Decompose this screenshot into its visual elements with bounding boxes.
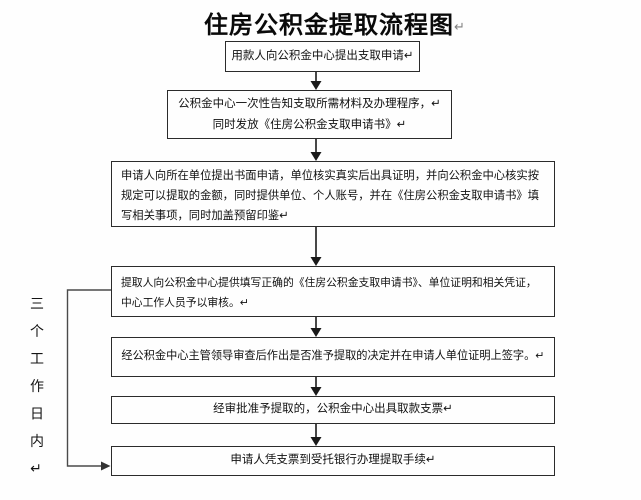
flow-arrow-down-4-icon bbox=[310, 317, 322, 337]
flow-arrow-down-3-icon bbox=[310, 227, 322, 266]
flow-arrow-down-1-icon bbox=[310, 72, 322, 90]
paragraph-return-icon: ↵ bbox=[454, 19, 465, 34]
flow-step-issue-cheque: 经审批准予提取的，公积金中心出具取款支票↵ bbox=[111, 396, 555, 424]
flow-step-unit-written-application: 申请人向所在单位提出书面申请，单位核实真实后出具证明，并向公积金中心核实按 规定… bbox=[111, 161, 555, 227]
flow-step-submit-form-review: 提取人向公积金中心提供填写正确的《住房公积金支取申请书》、单位证明和相关凭证， … bbox=[111, 266, 555, 317]
flow-arrow-down-2-icon bbox=[310, 139, 322, 161]
flow-step-bank-withdrawal: 申请人凭支票到受托银行办理提取手续↵ bbox=[111, 446, 555, 476]
page-title: 住房公积金提取流程图↵ bbox=[204, 5, 465, 40]
page-title-text: 住房公积金提取流程图 bbox=[204, 12, 454, 39]
flow-step-apply: 用款人向公积金中心提出支取申请↵ bbox=[225, 41, 420, 72]
flow-step-notify-materials: 公积金中心一次性告知支取所需材料及办理程序，↵ 同时发放《住房公积金支取申请书》… bbox=[167, 90, 452, 139]
flow-arrow-down-5-icon bbox=[310, 377, 322, 396]
flow-arrow-down-6-icon bbox=[310, 424, 322, 446]
three-day-bracket-arrow-icon bbox=[66, 289, 111, 471]
side-label-three-working-days: 三个工作日内↵ bbox=[29, 296, 45, 491]
flow-step-leader-approval-decision: 经公积金中心主管领导审查后作出是否准予提取的决定并在申请人单位证明上签字。↵ bbox=[111, 337, 555, 377]
